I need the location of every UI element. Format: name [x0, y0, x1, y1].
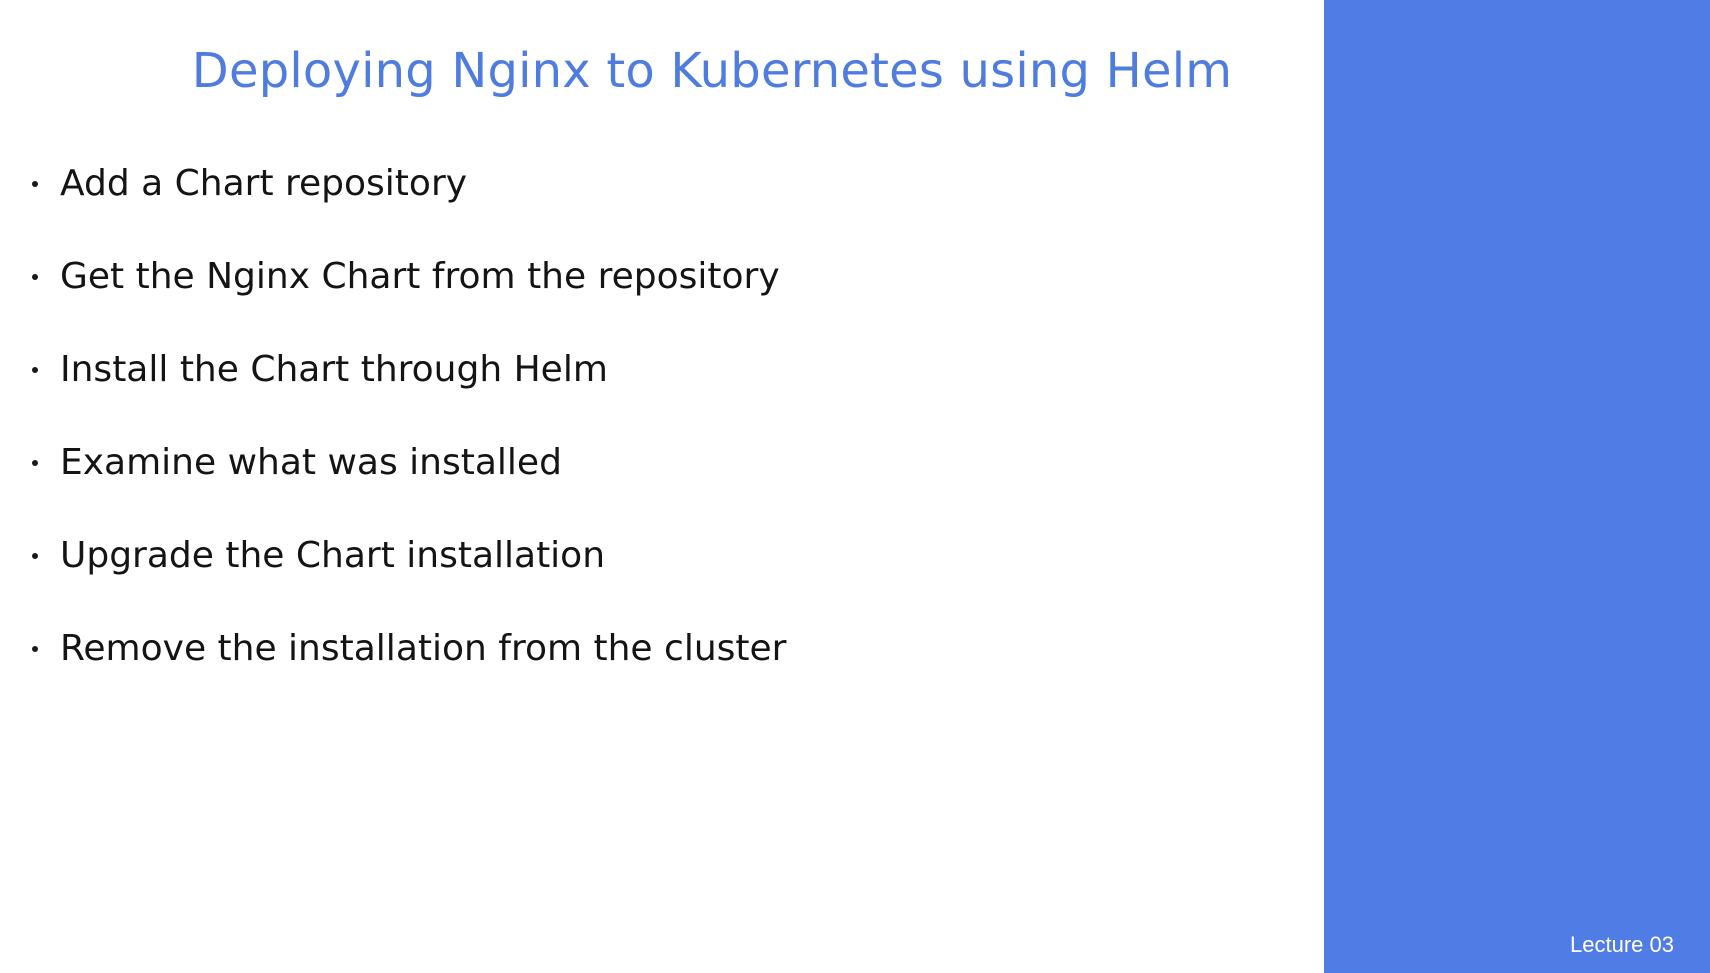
bullet-text: Remove the installation from the cluster: [60, 628, 787, 669]
bullet-text: Examine what was installed: [60, 442, 562, 483]
accent-side-panel: Lecture 03: [1324, 0, 1710, 973]
bullet-dot-icon: [32, 181, 38, 187]
bullet-text: Get the Nginx Chart from the repository: [60, 256, 780, 297]
bullet-text: Upgrade the Chart installation: [60, 535, 606, 576]
slide-content-area: Deploying Nginx to Kubernetes using Helm…: [32, 43, 1233, 669]
bullet-dot-icon: [32, 274, 38, 280]
lecture-label: Lecture 03: [1570, 932, 1674, 957]
slide-title: Deploying Nginx to Kubernetes using Helm: [191, 43, 1233, 99]
bullet-dot-icon: [32, 646, 38, 652]
bullet-dot-icon: [32, 460, 38, 466]
bullet-text: Add a Chart repository: [60, 163, 468, 204]
bullet-dot-icon: [32, 553, 38, 559]
bullet-dot-icon: [32, 367, 38, 373]
bullet-text: Install the Chart through Helm: [60, 349, 608, 390]
